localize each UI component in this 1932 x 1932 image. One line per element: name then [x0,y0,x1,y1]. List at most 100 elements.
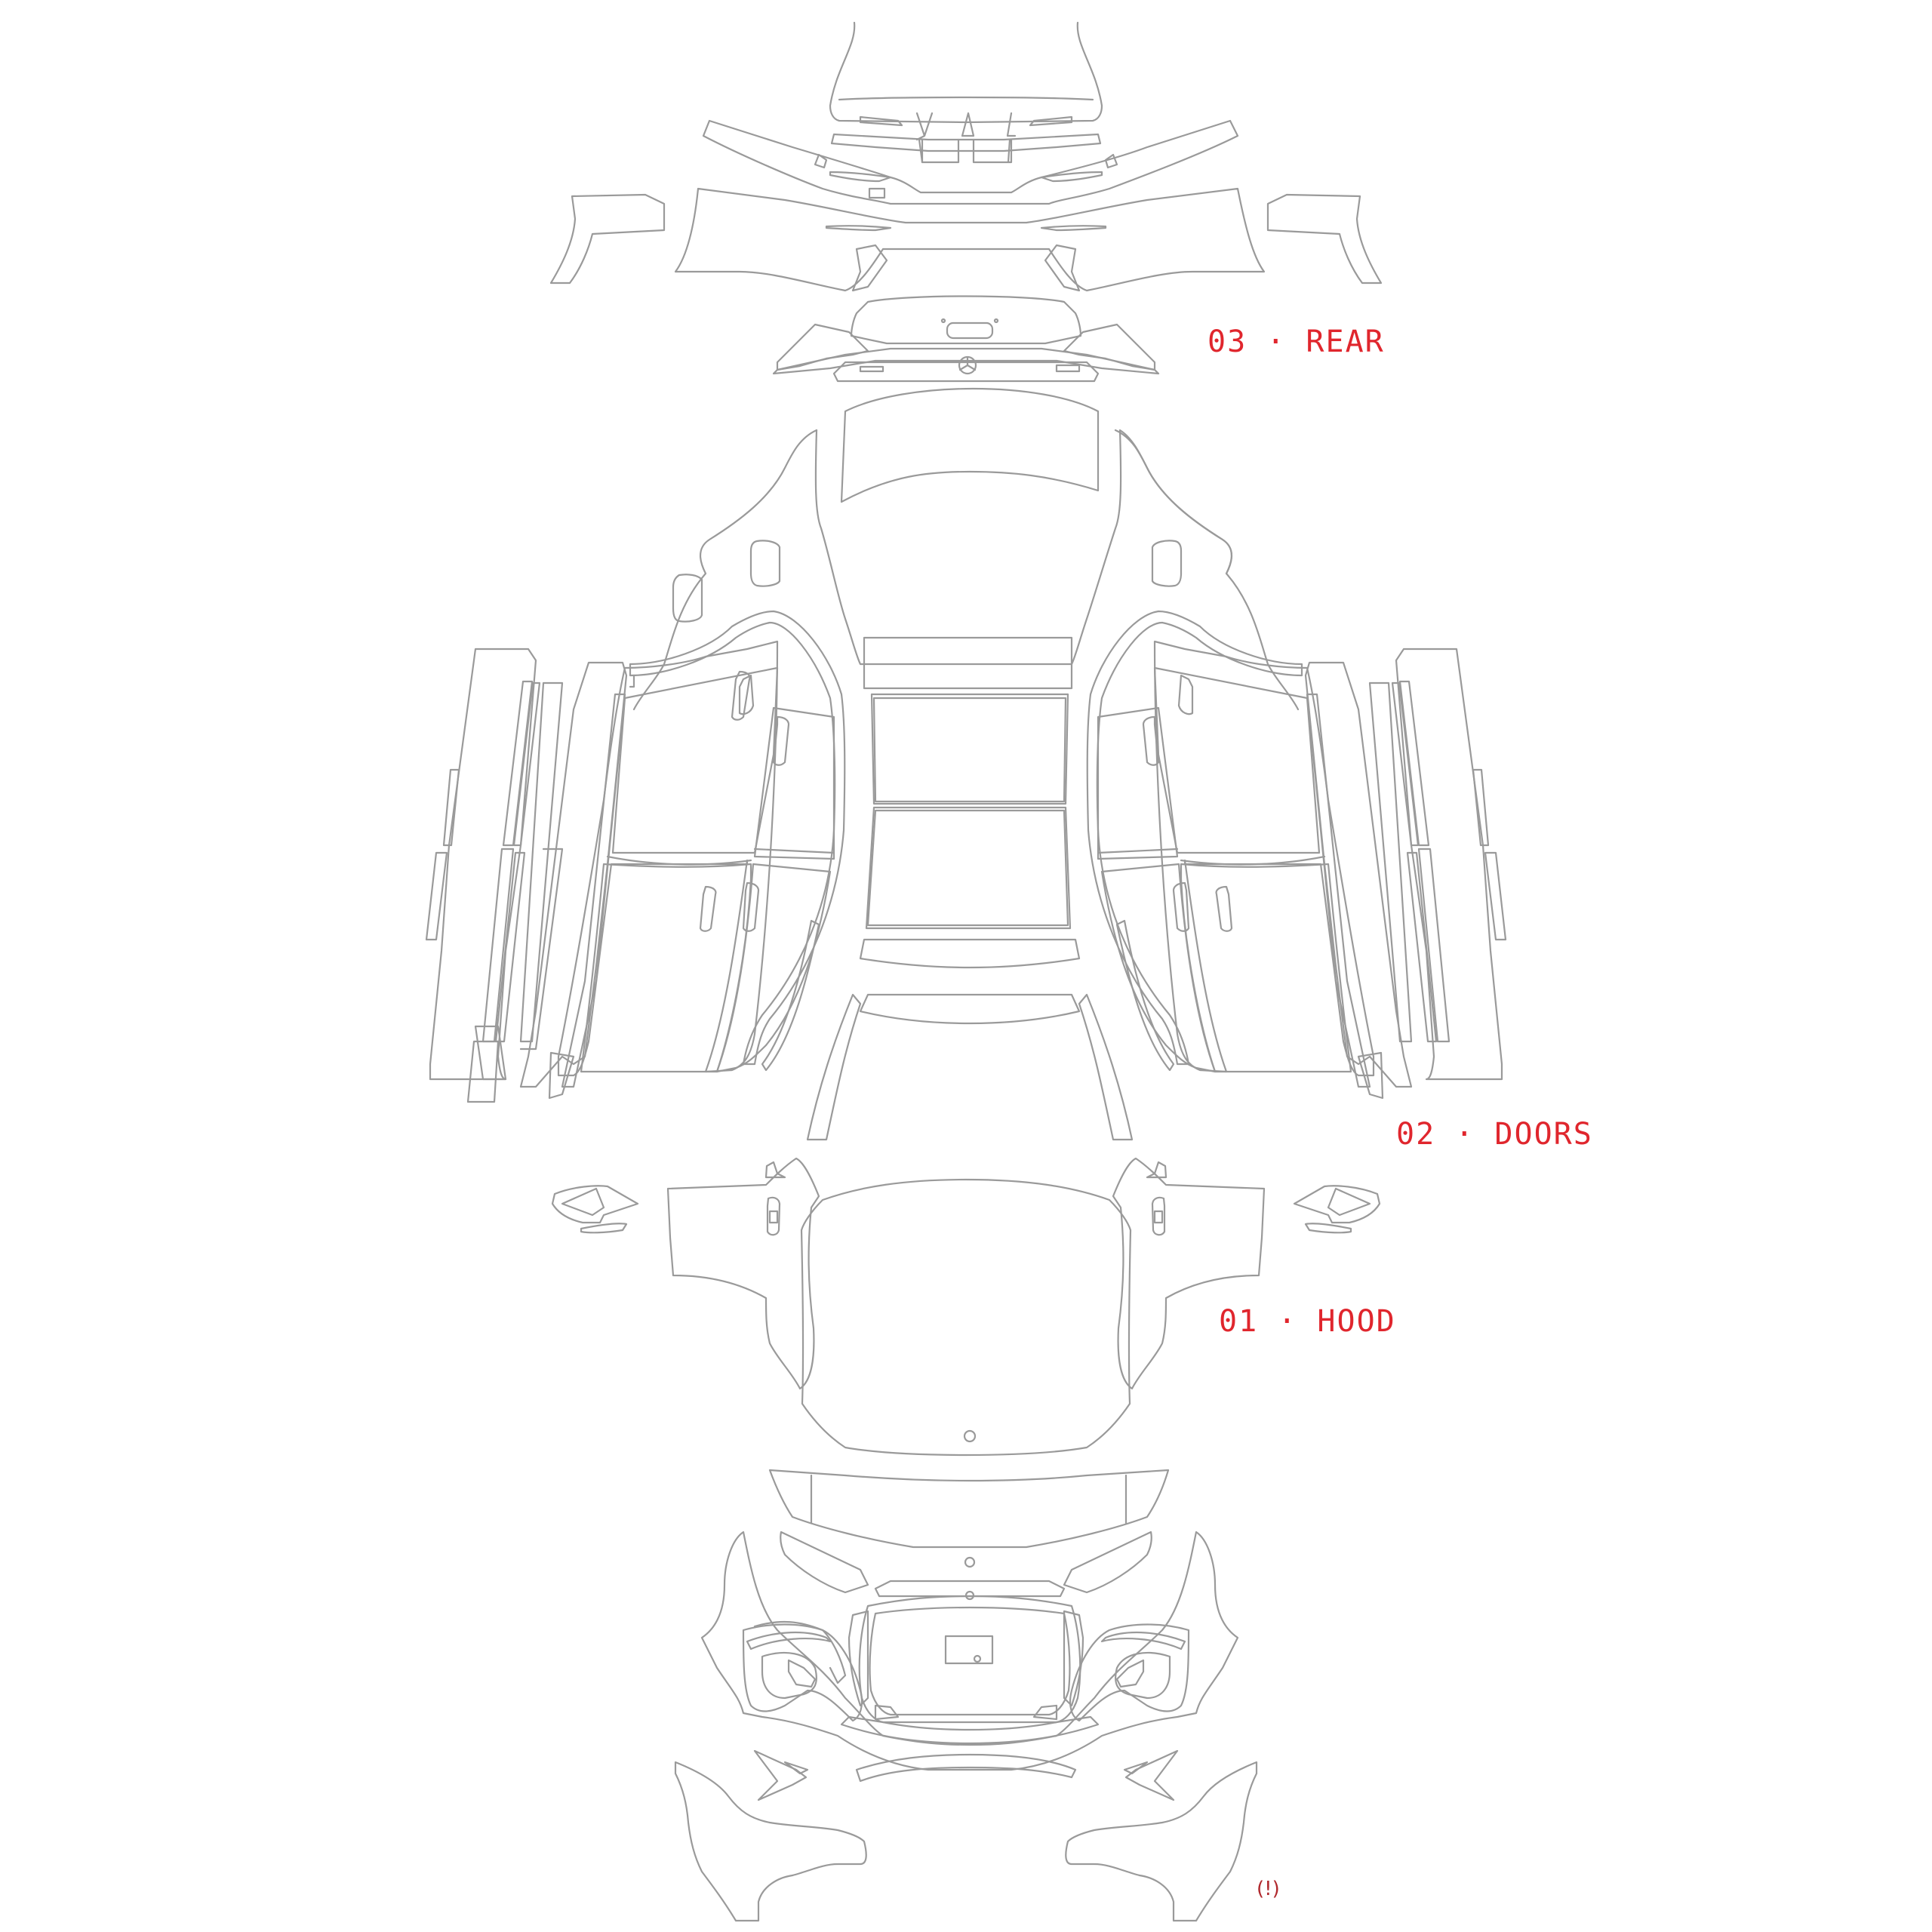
left-mirror-cap [551,1185,639,1224]
right-fog-lamp-outline [1115,1659,1145,1688]
left-mirror-inner [561,1187,605,1217]
warning-icon: (!) [1257,1878,1280,1900]
right-door-group [1086,429,1507,1100]
rear-diffuser-right [1044,244,1081,292]
left-side-marker-lower [425,851,448,941]
left-rocker-strip-2 [512,681,541,847]
rear-bumper-left-tip [814,153,828,169]
roof-panel-lower-inner [866,809,1069,927]
roof-side-closure-left [629,674,635,688]
right-door-handle-cutout [1177,674,1194,715]
front-lower-lip-tab-right [1032,1704,1058,1721]
left-side-marker [442,768,460,847]
right-front-fender [1112,1157,1266,1390]
front-sensor-hole [964,1556,976,1568]
left-fog-lamp-outline [787,1659,817,1688]
right-splitter-end [1123,1761,1149,1775]
left-window-divider [606,855,752,866]
section-label-doors: 02 · DOORS [1396,1117,1593,1152]
rear-spoiler-panel [829,21,1103,124]
rear-bumper-upper-panel [702,119,1239,205]
left-headlight-inner [761,1651,817,1700]
roof-cabin-outline [814,429,1232,666]
rear-right-reflector [1040,171,1103,183]
trunk-camera-marker [993,318,999,324]
left-rear-door-lower [715,863,832,1073]
rear-left-marker-strip [825,225,892,232]
right-rear-quarter-panel [1114,429,1300,711]
right-window-glass [1153,666,1321,854]
left-sill-panel [519,681,564,1051]
rear-left-quarter-extension [549,193,666,285]
left-window-glass [611,666,779,854]
front-radar-hole [973,1654,982,1663]
left-sill-lower [466,1040,500,1103]
windshield-header-strip [859,938,1081,969]
right-side-skirt-channel [1306,693,1371,1088]
right-headlight-surround [1069,1623,1190,1722]
trunk-badge-strip [832,361,1100,383]
front-splitter [855,1753,1077,1783]
right-rocker-cover [1357,1051,1384,1100]
right-side-marker-lower [1484,851,1507,941]
left-drl-strip [746,1631,832,1651]
right-rocker-strip-2 [1391,681,1420,847]
right-headlight-inner [1115,1651,1171,1700]
right-a-pillar [1078,993,1134,1141]
hood-panel [800,1178,1132,1457]
front-lower-lip-tab-left [874,1704,900,1721]
right-fender-tab [1146,1161,1168,1179]
front-upper-intake-strip [874,1580,1066,1598]
right-sill-panel [1368,681,1413,1043]
rear-window-panel [840,387,1100,503]
roof-panel-middle [870,693,1069,805]
section-label-rear: 03 · REAR [1208,325,1385,359]
left-door-handle-cutout [738,674,755,715]
rear-spoiler-inner-line [838,96,1094,101]
left-inner-air-duct [848,1610,869,1707]
right-front-wing [1065,1761,1258,1922]
hood-section [551,1157,1381,1922]
front-grille-frame [858,1595,1081,1724]
trunk-camera-cutout [946,321,994,340]
left-rocker-cover [548,1051,575,1100]
section-label-hood: 01 · HOOD [1219,1304,1396,1339]
left-a-pillar [806,993,862,1141]
front-upper-grille-panel [768,1469,1170,1549]
rear-spoiler-left-vent [859,115,903,127]
model-badge-cutout [859,365,884,373]
left-side-skirt-channel [561,693,626,1088]
trunk-lower-panel [776,323,869,371]
right-fender-vent [1151,1196,1166,1236]
right-rocker-panel-outer [1395,648,1503,1081]
rear-deck-lower-panel [921,138,1013,164]
left-fuel-door [749,540,781,587]
left-side-vent-lower [753,1620,847,1684]
right-side-vent-upper [1063,1531,1152,1594]
right-side-marker [1472,768,1490,847]
left-door-frame-outer [629,610,846,1066]
doors-section [425,387,1507,1141]
right-fuel-door [1151,540,1183,587]
trunk-lower-panel-right [1063,323,1156,371]
left-door-upper-handle [731,670,751,721]
left-side-vent-upper [780,1531,869,1594]
right-window-divider [1180,855,1326,866]
left-quarter-flap [672,574,703,623]
front-upper-grille-dividers [810,1474,1128,1524]
right-mirror-strip [1304,1223,1352,1234]
right-inner-air-duct [1063,1610,1084,1707]
front-upper-sensor [964,1590,975,1601]
left-rocker-panel-outer [429,648,537,1081]
right-pillar-trim [1115,919,1175,1072]
right-rocker-strip-3 [1417,848,1451,1043]
three-pointed-star-icon [958,355,977,375]
right-vent-window-divider [1097,848,1179,854]
left-vent-window-divider [753,848,835,854]
left-rocker-strip-4 [494,851,526,1043]
trunk-camera-marker [940,318,946,324]
trunk-rear-strip [772,347,1160,375]
left-splitter-end [783,1761,809,1775]
right-drl-strip [1100,1631,1186,1651]
